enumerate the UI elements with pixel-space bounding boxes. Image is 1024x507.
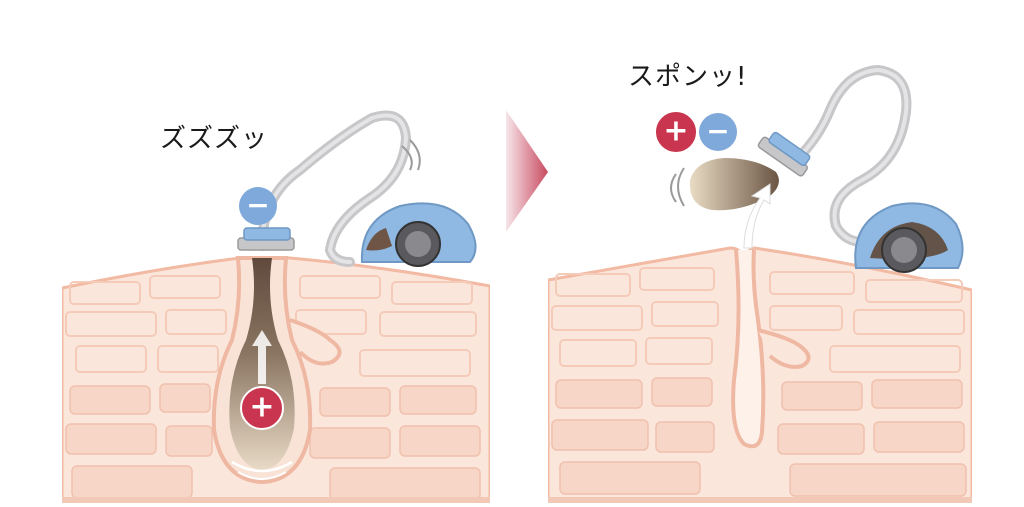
plus-charge-icon: + [654,110,698,154]
up-arrow-icon [743,183,771,249]
svg-text:−: − [706,115,729,148]
minus-charge-icon: − [699,113,737,151]
skin-cross-section [62,256,490,503]
up-arrow-icon [252,330,272,384]
pore-icon [731,249,766,449]
svg-text:−: − [246,189,269,222]
caption-before: ズズズッ [160,124,269,154]
minus-charge-icon: − [239,187,277,225]
plus-charge-icon: + [240,386,284,430]
vacuum-icon [237,110,477,267]
panel-after: + − [548,64,972,503]
panel-before: − + [62,110,490,503]
arrow-right-icon [506,110,548,232]
caption-after: スポンッ! [628,62,748,92]
svg-text:+: + [663,114,688,149]
vacuum-icon [757,64,964,273]
svg-text:+: + [249,390,274,425]
skin-cross-section [548,246,972,503]
